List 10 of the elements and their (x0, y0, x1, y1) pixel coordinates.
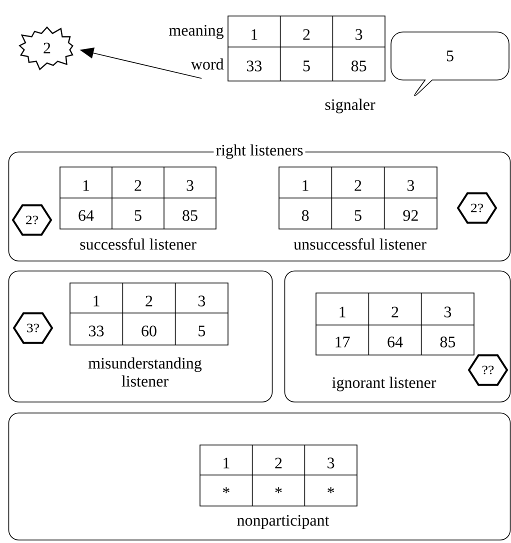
data-table: 1 2 3 17 64 85 (316, 292, 474, 356)
table-caption: unsuccessful listener (294, 238, 426, 250)
row-label: word (190, 58, 224, 70)
speech-bubble: 5 (390, 32, 510, 96)
table-caption: successful listener (80, 238, 196, 250)
table-caption: signaler (325, 98, 376, 114)
table-caption: nonparticipant (237, 515, 330, 529)
table-caption: misunderstanding listener (88, 357, 202, 387)
table-caption: ignorant listener (332, 376, 436, 392)
row-label: meaning (169, 24, 224, 40)
